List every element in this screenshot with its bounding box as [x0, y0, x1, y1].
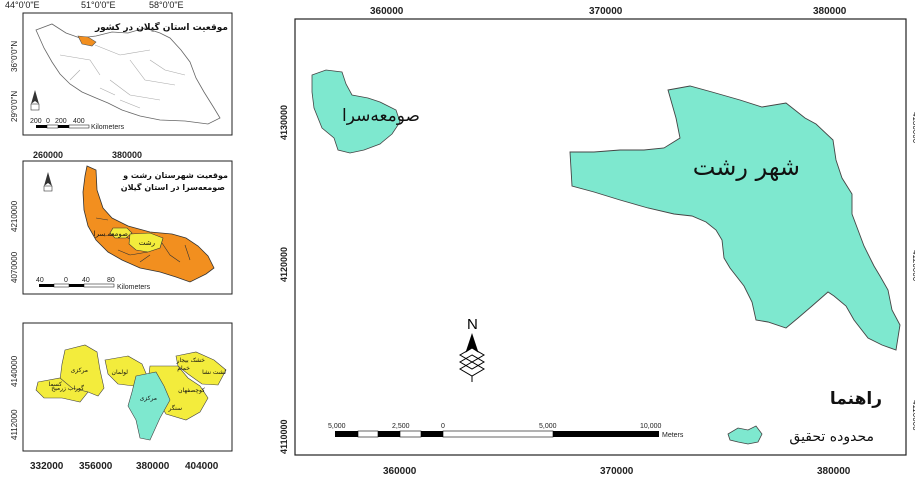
main-bottom-label: 370000: [600, 466, 634, 477]
gilan-highlight: [77, 35, 97, 47]
inset2-label: رشت: [139, 239, 155, 247]
main-right-label: 4110000: [911, 400, 915, 431]
inset1-title: موقعیت استان گیلان در کشور: [94, 21, 228, 33]
main-bottom-label: 360000: [383, 466, 417, 477]
main-scale-bar: 5,000 2,500 0 5,000 10,000 Meters: [328, 423, 684, 439]
inset3-bottom-label: 332000: [30, 461, 64, 472]
main-top-label: 370000: [589, 6, 623, 17]
rasht-city-polygon: [569, 85, 901, 351]
inset2-scale-tick: 40: [82, 277, 90, 284]
legend-swatch: [727, 425, 763, 445]
main-scale-tick: 5,000: [328, 423, 346, 430]
main-scale-tick: 5,000: [539, 423, 557, 430]
district-poly: [175, 351, 227, 386]
rasht-label: شهر رشت: [693, 153, 800, 181]
inset2-side-label: 4070000: [10, 251, 19, 283]
inset1-scale-unit: Kilometers: [91, 124, 125, 131]
inset1-scale-tick: 400: [73, 118, 85, 125]
inset1-north-arrow: [30, 90, 40, 111]
inset1-scale-tick: 200: [55, 118, 67, 125]
inset2-top-label: 380000: [112, 150, 142, 160]
inset-districts: 4140000 4112000 مرکزی مرکزی کوچصفهان خشک…: [10, 322, 233, 472]
iran-outline: [35, 23, 221, 125]
inset2-label: صومعه سرا: [94, 230, 128, 238]
inset3-label: سنگر: [168, 404, 182, 412]
inset3-bottom-label: 380000: [136, 461, 170, 472]
north-letter: N: [467, 316, 478, 333]
inset1-scale-tick: 0: [46, 118, 50, 125]
inset3-label: کوچصفهان: [178, 387, 205, 394]
inset-gilan: 260000 380000 4210000 4070000 صومعه سرا …: [10, 150, 233, 295]
north-arrow: N: [459, 316, 485, 382]
inset1-top-label: 51°0'0"E: [81, 0, 116, 10]
inset1-top-label: 44°0'0"E: [5, 0, 40, 10]
inset2-north-arrow: [43, 172, 53, 192]
inset3-bottom-label: 404000: [185, 461, 219, 472]
inset3-label: لولمان: [112, 369, 129, 376]
inset1-scale-tick: 200: [30, 118, 42, 125]
inset2-scale-unit: Kilometers: [117, 284, 151, 291]
iran-province-lines: [59, 44, 186, 109]
district-study-area: [127, 371, 171, 441]
inset2-scale-tick: 0: [64, 277, 68, 284]
district-poly: [59, 344, 105, 397]
inset2-title-2: صومعه‌سرا در استان گیلان: [121, 182, 226, 192]
inset3-bottom-label: 356000: [79, 461, 113, 472]
inset2-side-label: 4210000: [10, 200, 19, 232]
inset2-title-1: موقعیت شهرستان رشت و: [122, 171, 228, 180]
inset3-label: کسما: [48, 381, 62, 388]
inset2-top-label: 260000: [33, 150, 63, 160]
main-left-label: 4120000: [279, 247, 289, 282]
inset3-side-label: 4112000: [10, 409, 19, 440]
inset3-label: خشک بیجار: [176, 357, 206, 364]
main-bottom-label: 380000: [817, 466, 851, 477]
inset3-label: گوراب زرمیخ: [51, 384, 84, 392]
main-map: 360000 370000 380000 4130000 4120000 411…: [279, 6, 915, 477]
main-scale-tick: 2,500: [392, 423, 410, 430]
legend-item-label: محدوده تحقیق: [789, 429, 874, 445]
legend: راهنما محدوده تحقیق: [727, 389, 882, 445]
inset3-label: مرکزی: [71, 367, 88, 374]
main-left-label: 4130000: [279, 105, 289, 140]
main-top-label: 360000: [370, 6, 404, 17]
rasht-county: [128, 232, 164, 253]
inset3-label: خمام: [177, 365, 190, 372]
someh-sara-county: [109, 227, 133, 239]
inset1-side-label: 29°0'0"N: [10, 91, 19, 122]
inset1-top-label: 58°0'0"E: [149, 0, 184, 10]
inset2-scale-tick: 80: [107, 277, 115, 284]
inset1-side-label: 36°0'0"N: [10, 41, 19, 72]
main-scale-tick: 10,000: [640, 423, 662, 430]
inset2-scale-tick: 40: [36, 277, 44, 284]
inset3-side-label: 4140000: [10, 355, 19, 387]
district-poly: [35, 377, 89, 403]
inset3-label: لشت نشا: [202, 369, 226, 376]
main-right-label: 4120000: [911, 250, 915, 282]
main-left-label: 4110000: [279, 419, 289, 454]
main-right-label: 4130000: [911, 112, 915, 144]
gilan-province: [82, 165, 215, 283]
someh-sara-label: صومعه‌سرا: [342, 106, 420, 126]
main-scale-unit: Meters: [662, 432, 684, 439]
main-scale-tick: 0: [441, 423, 445, 430]
someh-sara-polygon: [311, 69, 401, 154]
inset-iran: 44°0'0"E 51°0'0"E 58°0'0"E 36°0'0"N 29°0…: [5, 0, 233, 136]
inset3-label: مرکزی: [140, 395, 157, 402]
legend-title: راهنما: [830, 389, 882, 409]
main-top-label: 380000: [813, 6, 847, 17]
